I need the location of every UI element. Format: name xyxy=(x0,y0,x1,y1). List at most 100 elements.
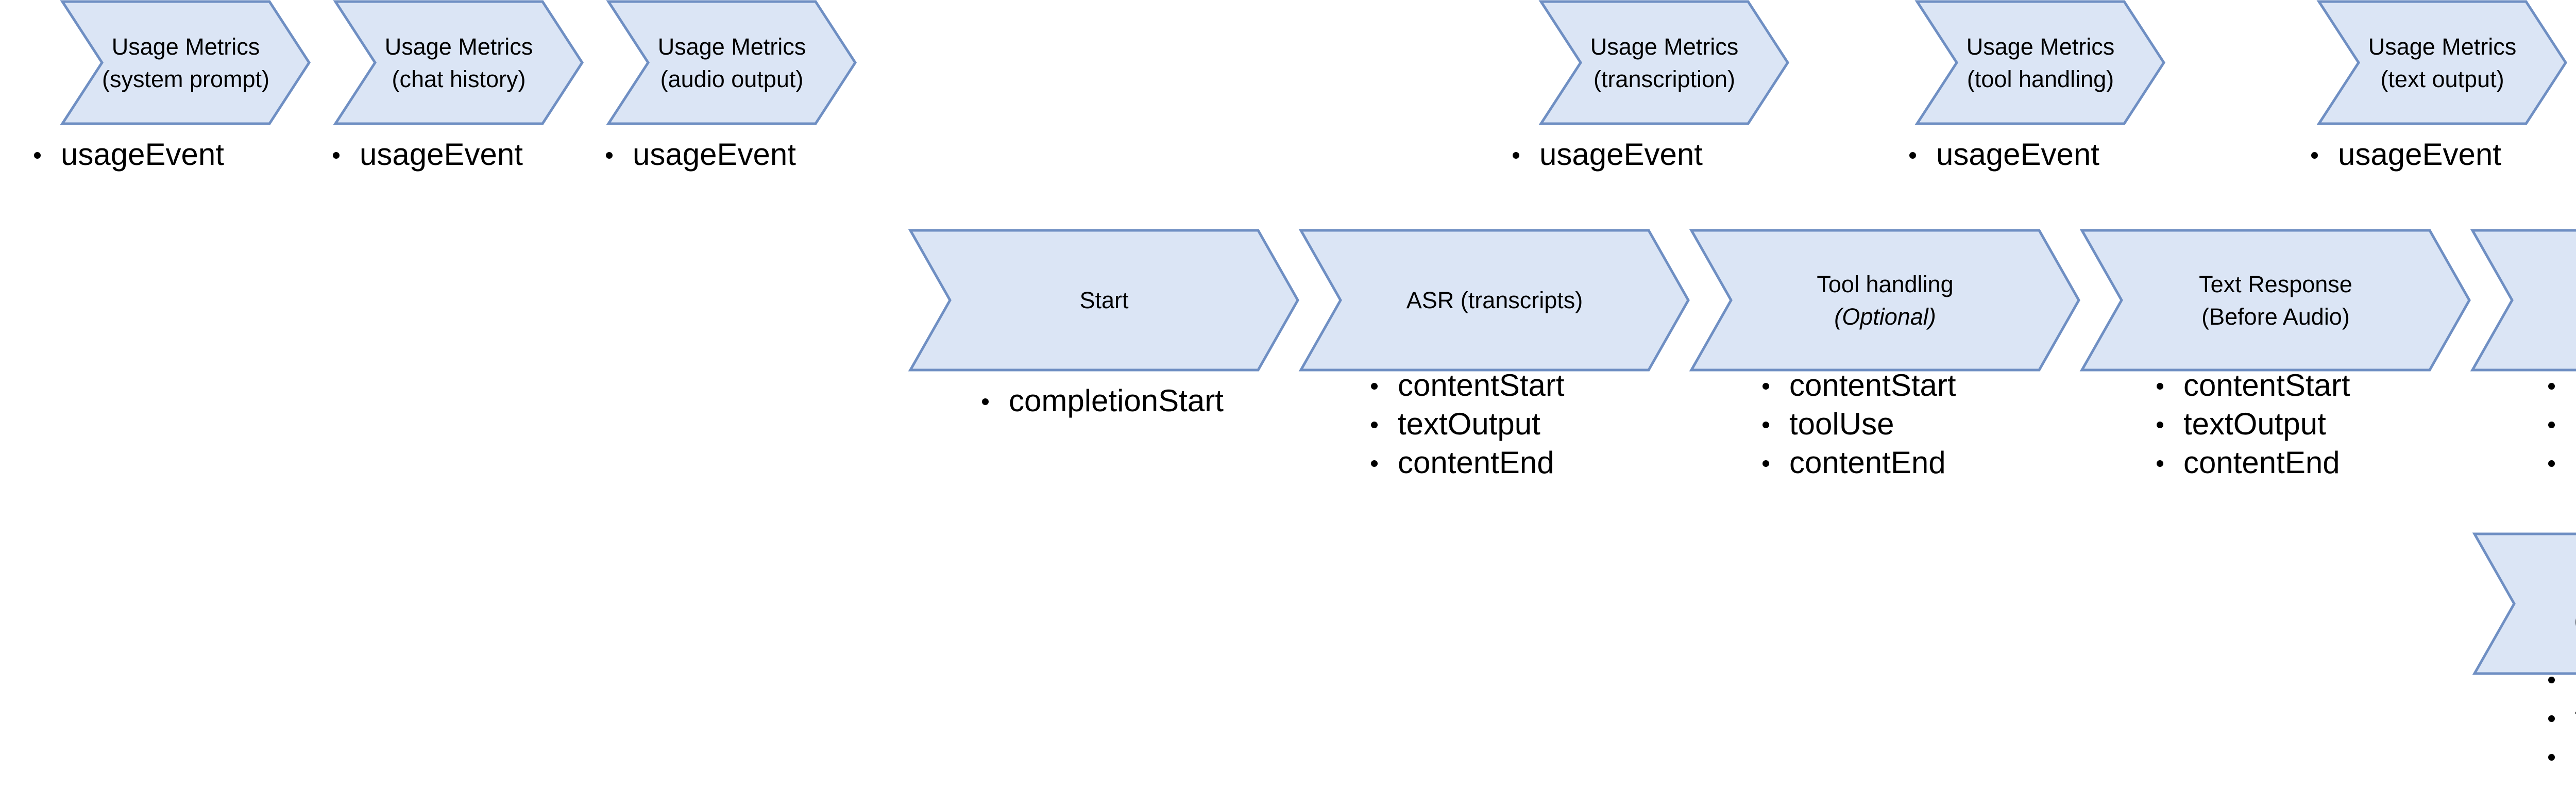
usage-metrics-system-prompt-0-event-list: usageEvent xyxy=(31,135,224,174)
event-name: contentStart xyxy=(1789,368,1956,402)
usage-metrics-audio-output-2-title: Usage Metrics xyxy=(657,33,806,60)
bullet-dot-icon xyxy=(1371,460,1378,467)
bullet-dot-icon xyxy=(2548,677,2555,683)
bullet-dot-icon xyxy=(2311,152,2318,159)
bullet-dot-icon xyxy=(1371,383,1378,390)
usage-metrics-transcription-3-title: Usage Metrics xyxy=(1590,33,1739,60)
usage-metrics-text-output-5-title: Usage Metrics xyxy=(2368,33,2517,60)
usage-metrics-transcription-3: Usage Metrics (transcription) xyxy=(1539,0,1789,125)
list-item: usageEvent xyxy=(330,135,523,174)
usage-metrics-text-output-5: Usage Metrics (text output) xyxy=(2317,0,2567,125)
event-name: usageEvent xyxy=(1936,137,2099,172)
barge-in-stage-subtitle: (User Interruption) xyxy=(2574,604,2576,636)
list-item: contentStart xyxy=(2545,366,2576,405)
bullet-dot-icon xyxy=(333,152,340,159)
usage-metrics-tool-handling-4-title: Usage Metrics xyxy=(1966,33,2115,60)
event-name: usageEvent xyxy=(61,137,224,172)
bullet-dot-icon xyxy=(2157,422,2163,428)
usage-metrics-chat-history-1-title: Usage Metrics xyxy=(384,33,533,60)
event-name: completionStart xyxy=(1009,383,1224,418)
list-item: usageEvent xyxy=(2308,135,2501,174)
list-item: contentStart xyxy=(1368,366,1565,405)
bullet-dot-icon xyxy=(1513,152,1519,159)
list-item: textOutput xyxy=(2545,698,2576,737)
list-item: contentStart xyxy=(2545,660,2576,698)
bullet-dot-icon xyxy=(2157,383,2163,390)
flow-stage-text-response-3-title: Text Response xyxy=(2199,271,2352,297)
event-name: audioOutput xyxy=(2575,405,2576,443)
bullet-dot-icon xyxy=(2548,460,2555,467)
usage-metrics-text-output-5-subtitle: (text output) xyxy=(2380,65,2504,92)
usage-metrics-audio-output-2-subtitle: (audio output) xyxy=(660,65,804,92)
barge-in-stage-label: Barge in(User Interruption) xyxy=(2473,532,2576,675)
usage-metrics-chat-history-1-event-list: usageEvent xyxy=(330,135,523,174)
list-item: contentStart xyxy=(2154,366,2350,405)
list-item: usageEvent xyxy=(603,135,796,174)
event-name: contentStart xyxy=(2183,368,2350,402)
bullet-dot-icon xyxy=(1762,460,1769,467)
bullet-dot-icon xyxy=(2548,422,2555,428)
usage-metrics-tool-handling-4-event-list: usageEvent xyxy=(1906,135,2099,174)
event-name: contentStart xyxy=(2575,660,2576,698)
bullet-dot-icon xyxy=(1762,383,1769,390)
bullet-dot-icon xyxy=(2548,383,2555,390)
event-name: usageEvent xyxy=(360,137,523,172)
flow-stage-tool-handling-2-subtitle: (Optional) xyxy=(1834,303,1936,330)
usage-metrics-tool-handling-4-label: Usage Metrics (tool handling) xyxy=(1916,0,2165,125)
event-name: usageEvent xyxy=(633,137,796,172)
flow-stage-text-response-3-subtitle: (Before Audio) xyxy=(2201,303,2350,330)
bullet-dot-icon xyxy=(1909,152,1916,159)
list-item: usageEvent xyxy=(1510,135,1703,174)
list-item: contentEnd xyxy=(2154,443,2350,482)
barge-in-stage: Barge in(User Interruption) xyxy=(2473,532,2576,675)
usage-metrics-transcription-3-label: Usage Metrics (transcription) xyxy=(1539,0,1789,125)
bullet-dot-icon xyxy=(982,398,989,405)
usage-metrics-text-output-5-event-list: usageEvent xyxy=(2308,135,2501,174)
event-name: textOutput xyxy=(1398,407,1540,441)
list-item: contentEnd xyxy=(2545,737,2576,776)
usage-metrics-chat-history-1: Usage Metrics (chat history) xyxy=(334,0,584,125)
flow-stage-asr-transcripts-1: ASR (transcripts) xyxy=(1299,229,1690,372)
event-name: textOutput xyxy=(2183,407,2326,441)
usage-metrics-transcription-3-event-list: usageEvent xyxy=(1510,135,1703,174)
usage-metrics-transcription-3-subtitle: (transcription) xyxy=(1593,65,1736,92)
list-item: audioOutput xyxy=(2545,405,2576,443)
event-name: textOutput xyxy=(2575,698,2576,737)
usage-metrics-system-prompt-0: Usage Metrics (system prompt) xyxy=(61,0,311,125)
bullet-dot-icon xyxy=(1371,422,1378,428)
bullet-dot-icon xyxy=(1762,422,1769,428)
list-item: textOutput xyxy=(2154,405,2350,443)
flow-stage-tool-handling-2: Tool handling(Optional) xyxy=(1690,229,2080,372)
usage-metrics-system-prompt-0-title: Usage Metrics xyxy=(111,33,260,60)
usage-metrics-tool-handling-4: Usage Metrics (tool handling) xyxy=(1916,0,2165,125)
flow-stage-start-0-event-list: completionStart xyxy=(979,381,1224,420)
flow-stage-start-0-label: Start xyxy=(909,229,1299,372)
usage-metrics-audio-output-2-label: Usage Metrics (audio output) xyxy=(607,0,857,125)
list-item: textOutput xyxy=(1368,405,1565,443)
event-name: contentStart xyxy=(1398,368,1565,402)
event-name: contentEnd xyxy=(1789,445,1946,480)
event-name: contentStart xyxy=(2575,366,2576,405)
usage-metrics-tool-handling-4-subtitle: (tool handling) xyxy=(1967,65,2114,92)
event-name: contentEnd xyxy=(2575,737,2576,776)
bullet-dot-icon xyxy=(606,152,613,159)
flow-stage-text-response-3-label: Text Response (Before Audio) xyxy=(2080,229,2471,372)
bullet-dot-icon xyxy=(2157,460,2163,467)
event-name: usageEvent xyxy=(1539,137,1703,172)
flow-stage-text-response-3: Text Response (Before Audio) xyxy=(2080,229,2471,372)
usage-metrics-system-prompt-0-subtitle: (system prompt) xyxy=(101,65,270,92)
usage-metrics-chat-history-1-subtitle: (chat history) xyxy=(392,65,526,92)
flow-stage-asr-transcripts-1-label: ASR (transcripts) xyxy=(1299,229,1690,372)
list-item: completionStart xyxy=(979,381,1224,420)
usage-metrics-audio-output-2: Usage Metrics (audio output) xyxy=(607,0,857,125)
list-item: usageEvent xyxy=(31,135,224,174)
event-name: contentEnd xyxy=(2575,443,2576,482)
usage-metrics-text-output-5-label: Usage Metrics (text output) xyxy=(2317,0,2567,125)
flow-stage-audio-response-4-label: Audio Response xyxy=(2471,229,2576,372)
event-name: contentEnd xyxy=(2183,445,2340,480)
list-item: toolUse xyxy=(1759,405,1956,443)
